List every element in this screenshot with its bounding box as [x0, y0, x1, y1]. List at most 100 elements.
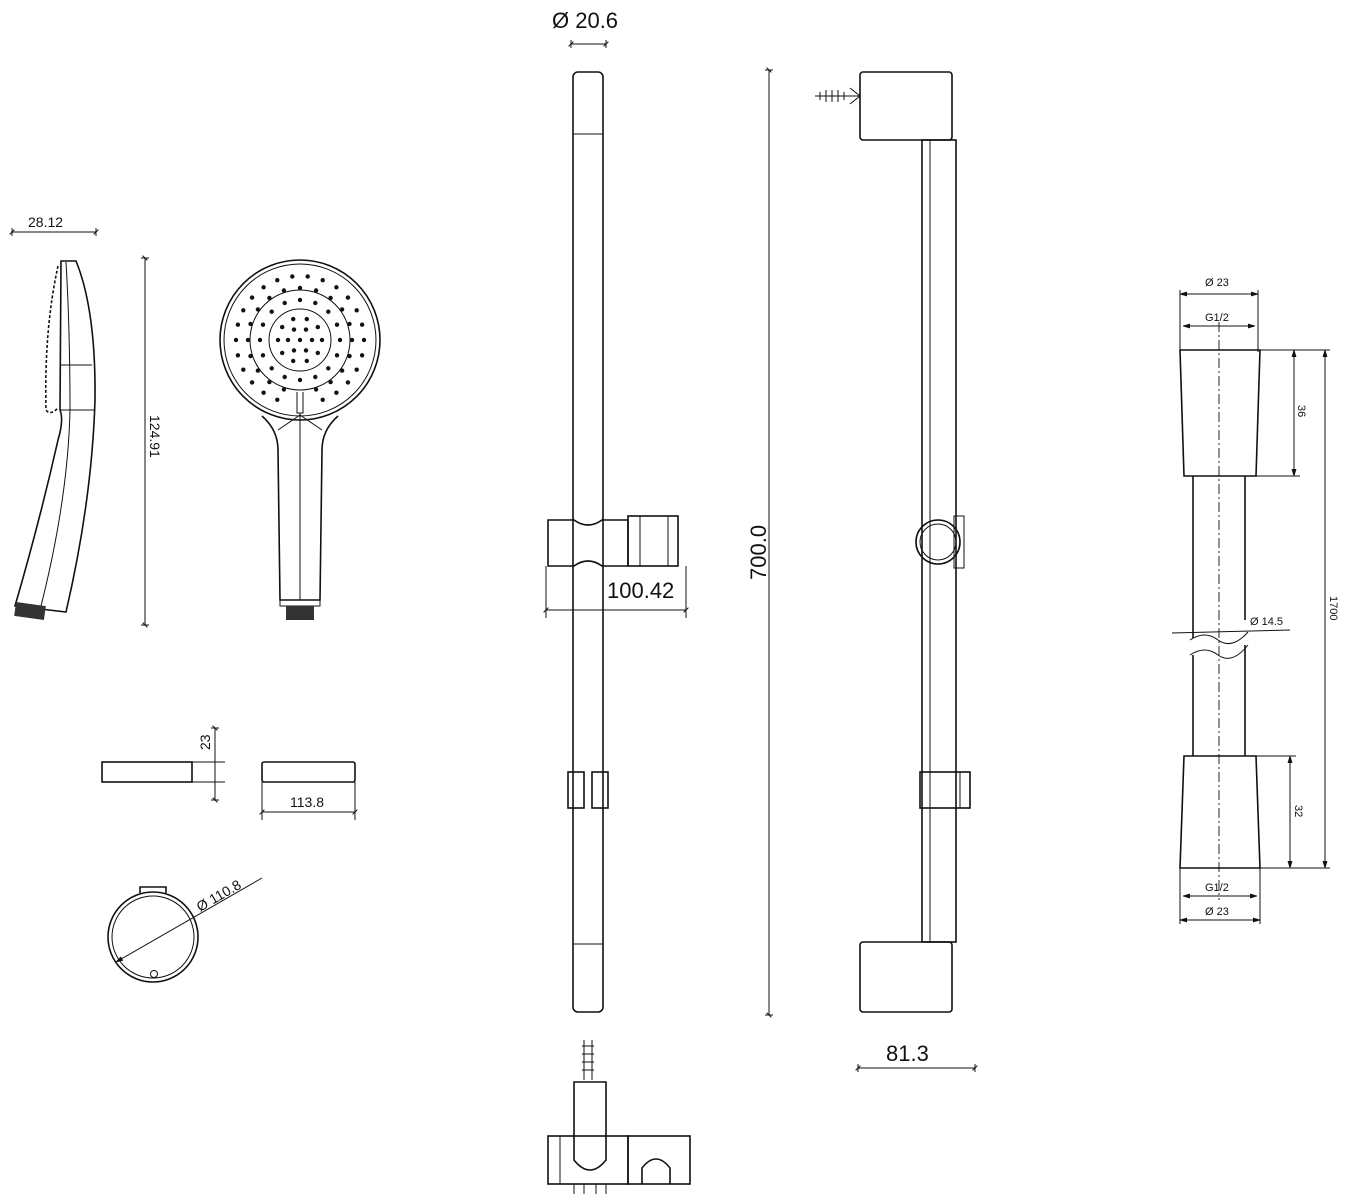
length-label: 124.91	[147, 415, 163, 458]
spray-nozzle	[328, 379, 333, 385]
spray-nozzle	[260, 322, 266, 327]
spray-nozzle	[275, 337, 281, 343]
rail-diameter-label: Ø 20.6	[552, 8, 618, 33]
spray-nozzle	[248, 321, 253, 327]
spray-nozzle	[297, 297, 303, 303]
spray-nozzle	[281, 387, 287, 392]
spray-nozzle	[347, 353, 352, 359]
spray-nozzle	[315, 324, 320, 330]
spray-nozzle	[291, 316, 296, 322]
spray-nozzle	[359, 353, 365, 358]
spray-nozzle	[334, 285, 339, 290]
spray-nozzle	[282, 300, 287, 306]
rail-front-view: Ø 20.6 100.42	[543, 8, 689, 1013]
spray-nozzle	[269, 366, 274, 371]
spray-nozzle	[359, 322, 365, 327]
spray-nozzle	[309, 337, 315, 343]
spray-nozzle	[345, 295, 351, 300]
spray-nozzle	[313, 387, 319, 392]
spray-nozzle	[354, 308, 359, 313]
slider-width-label: 100.42	[607, 578, 674, 603]
spray-nozzle	[260, 353, 266, 358]
width-label: 113.8	[290, 794, 324, 810]
spray-nozzle	[339, 307, 345, 312]
handshower-front-view	[219, 259, 381, 620]
spray-nozzle	[315, 350, 320, 356]
spray-nozzle	[233, 337, 239, 343]
spray-nozzle	[304, 358, 309, 364]
spray-nozzle	[257, 337, 263, 343]
spray-nozzle	[304, 316, 309, 322]
hose-diameter-label: Ø 14.5	[1250, 616, 1283, 628]
spray-nozzle	[280, 324, 285, 330]
spray-nozzle	[313, 288, 319, 293]
spray-nozzle	[313, 300, 318, 306]
spray-nozzle	[305, 274, 310, 279]
spray-nozzle	[354, 367, 359, 372]
spray-nozzle	[319, 337, 325, 343]
hose-drawing: Ø 23 G1/2 Ø 14.5 36 32 1700 G1/2 Ø 23	[1171, 277, 1339, 924]
spray-nozzle	[334, 353, 340, 358]
thickness-label: 23	[197, 734, 213, 750]
spray-nozzle	[313, 374, 318, 380]
spray-nozzle	[267, 295, 272, 301]
rail-length-label: 700.0	[746, 525, 771, 580]
hose-bottom-outer-label: Ø 23	[1205, 906, 1229, 918]
spray-nozzle	[245, 337, 251, 343]
depth-label: 28.12	[28, 214, 63, 230]
spray-nozzle	[241, 367, 246, 372]
spray-nozzle	[235, 322, 241, 327]
face-plate-views: 23 113.8 Ø 110.8	[101, 725, 358, 983]
spray-nozzle	[255, 307, 261, 312]
spray-nozzle	[281, 288, 287, 293]
spray-nozzle	[347, 321, 352, 327]
hose-top-thread-label: G1/2	[1205, 312, 1229, 324]
spray-nozzle	[303, 327, 309, 332]
spray-nozzle	[291, 348, 297, 353]
rail-length-dimension: 700.0	[746, 67, 773, 1018]
spray-nozzle	[280, 350, 285, 356]
spray-nozzle	[275, 397, 280, 402]
spray-nozzle	[291, 327, 297, 332]
hose-bottom-thread-label: G1/2	[1205, 882, 1229, 894]
spray-nozzle	[349, 337, 355, 343]
spray-nozzle	[291, 358, 296, 364]
spray-nozzle	[303, 348, 309, 353]
spray-nozzle	[345, 380, 351, 385]
spray-nozzle	[261, 390, 266, 395]
spray-nozzle	[297, 285, 303, 291]
spray-nozzle	[337, 337, 343, 343]
bracket-depth-label: 81.3	[886, 1041, 929, 1066]
spray-nozzle	[261, 285, 266, 290]
spray-nozzle	[249, 380, 255, 385]
spray-nozzle	[269, 309, 274, 314]
spray-nozzle	[297, 337, 303, 343]
spray-nozzle	[290, 274, 295, 279]
spray-nozzle	[267, 379, 272, 385]
spray-nozzle	[334, 322, 340, 327]
hose-bottom-length-label: 32	[1292, 805, 1304, 817]
spray-nozzle	[235, 353, 241, 358]
spray-nozzle	[255, 368, 261, 373]
spray-nozzle	[320, 278, 325, 283]
spray-nozzle	[249, 295, 255, 300]
spray-nozzle	[282, 374, 287, 380]
spray-nozzle	[285, 337, 291, 343]
spray-nozzle	[248, 353, 253, 359]
spray-nozzle	[361, 337, 367, 343]
spray-nozzle	[320, 397, 325, 402]
hose-top-outer-label: Ø 23	[1205, 277, 1229, 289]
spray-nozzle	[328, 295, 333, 301]
spray-nozzle	[241, 308, 246, 313]
spray-nozzle	[334, 390, 339, 395]
rail-side-view: 81.3	[815, 71, 978, 1072]
hose-top-length-label: 36	[1295, 405, 1307, 417]
spray-nozzle	[326, 366, 331, 371]
diameter-label: Ø 110.8	[194, 876, 244, 914]
spray-nozzle	[297, 377, 303, 383]
spray-nozzle	[339, 368, 345, 373]
spray-nozzle	[326, 309, 331, 314]
handshower-side-view: 28.12 124.91	[9, 214, 163, 628]
spray-nozzle	[275, 278, 280, 283]
